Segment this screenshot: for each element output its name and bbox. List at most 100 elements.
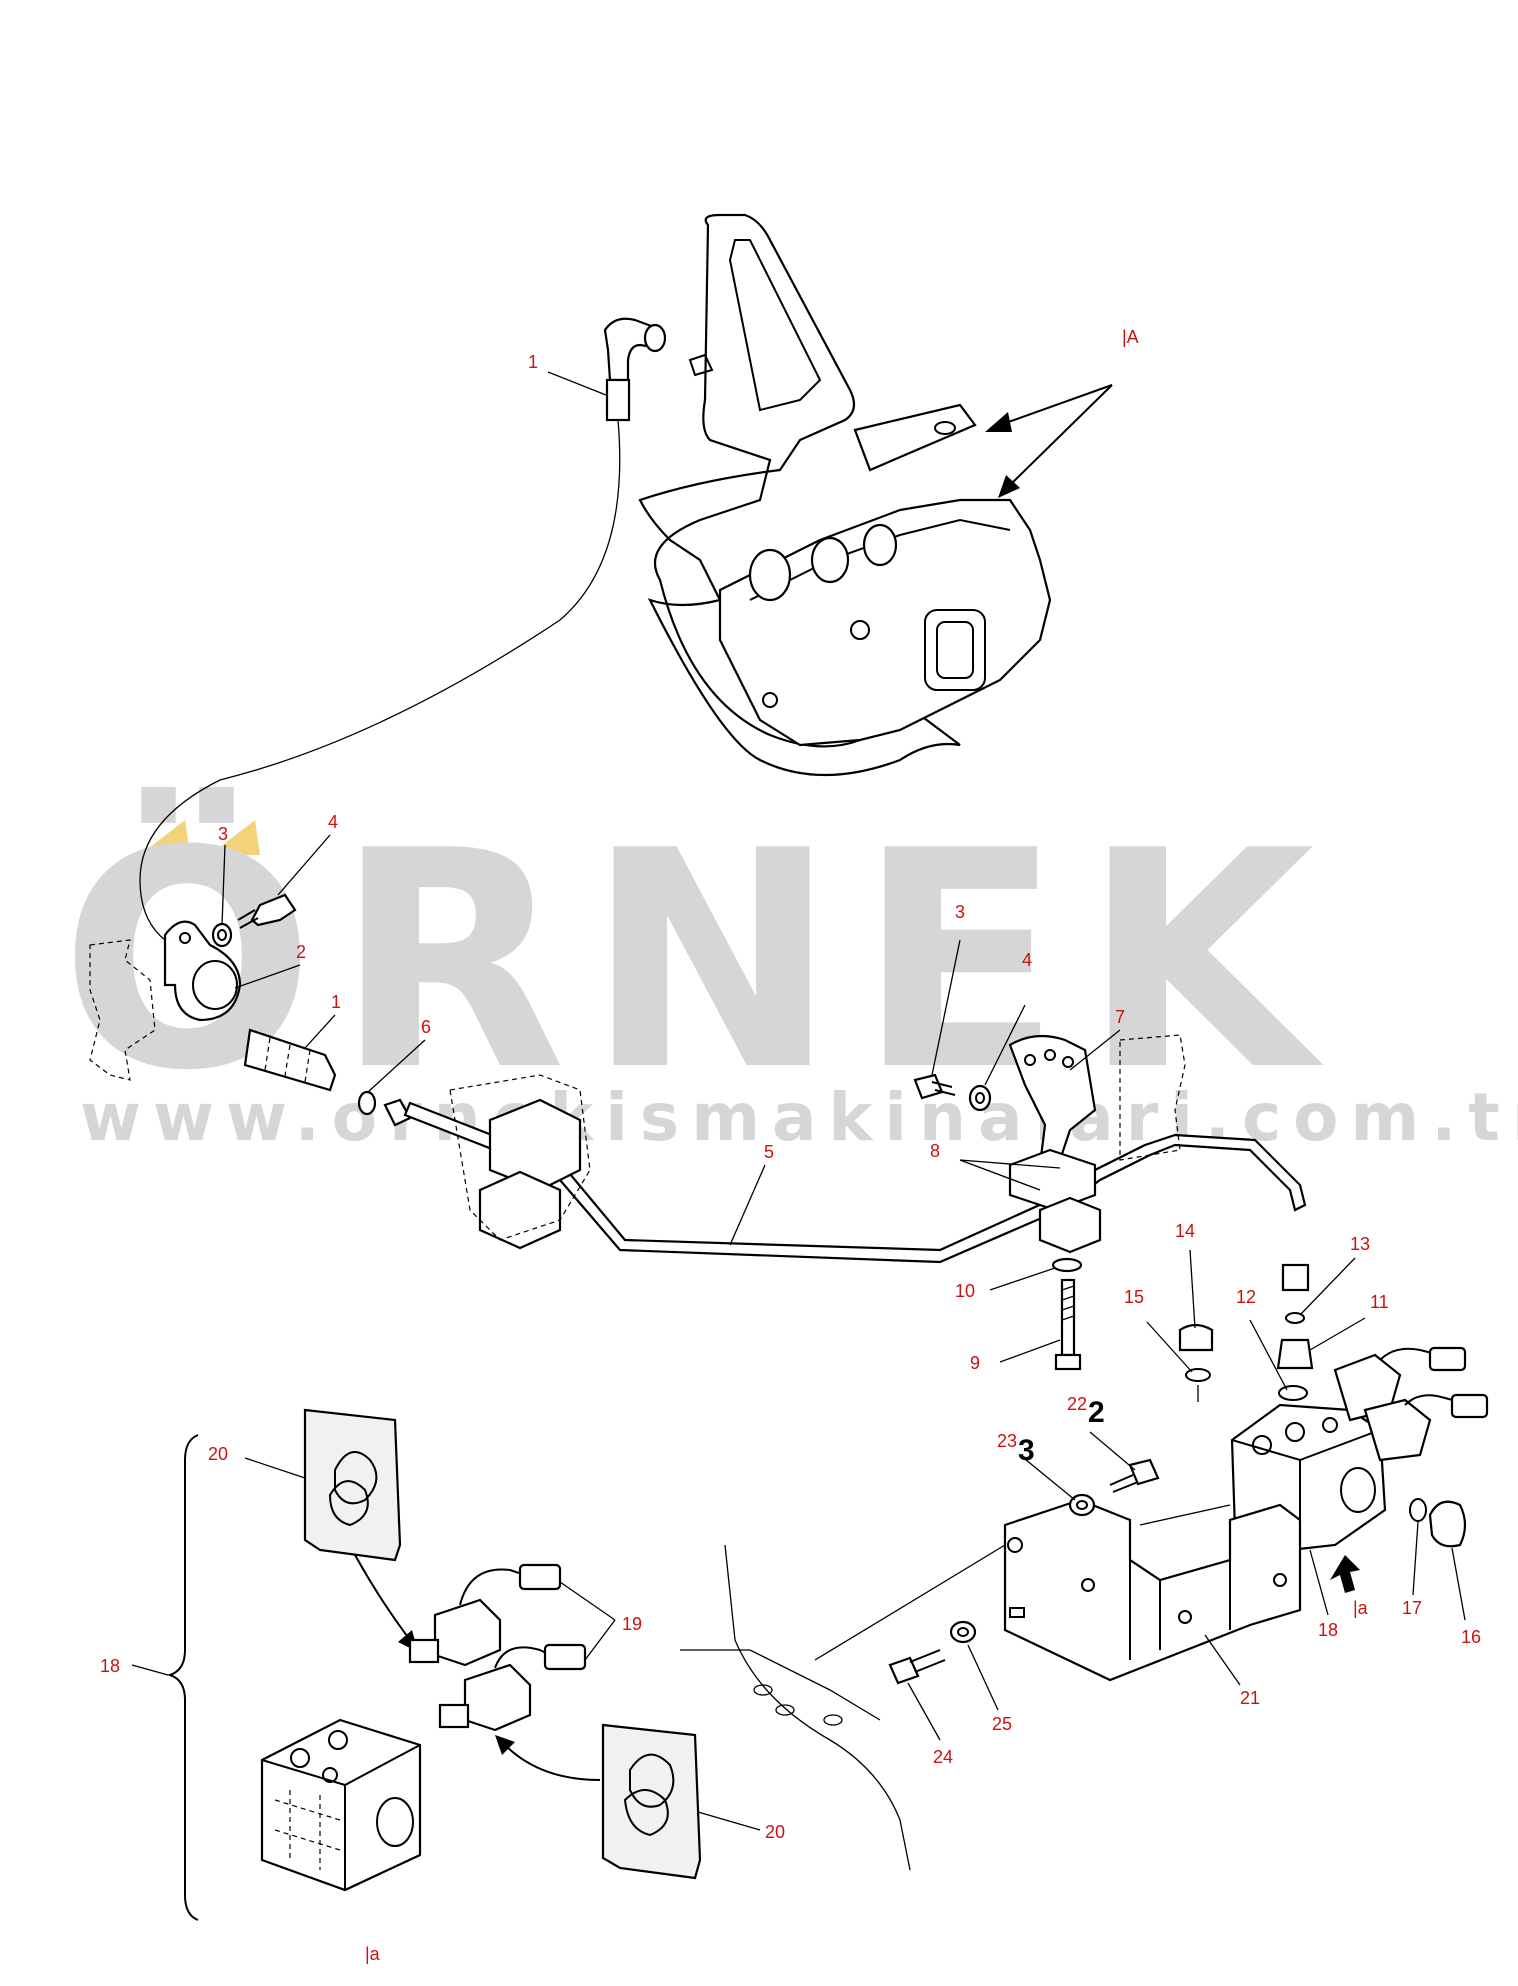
view-a-arrows: |A [985, 327, 1139, 498]
leader-c5 [729, 1164, 766, 1246]
callout-18-left: 18 [100, 1656, 120, 1676]
watermark: ÖRNEK www.ornekismakinalari.com.tr [60, 784, 1518, 1156]
bolt-22-shank [1109, 1474, 1139, 1493]
leader-c25 [967, 1644, 999, 1711]
callout-8: 8 [930, 1141, 940, 1161]
detail-block-18 [260, 1718, 422, 1892]
o-ring-13 [1285, 1312, 1305, 1324]
o-ring-12 [1278, 1385, 1308, 1401]
bracket-21-hole-2 [1081, 1578, 1095, 1592]
machine-frame-bar [638, 213, 961, 777]
callout-22: 22 [1067, 1394, 1087, 1414]
watermark-accent-left [140, 820, 190, 855]
bolt-24 [888, 1656, 920, 1685]
solenoid-19-upper [433, 1598, 502, 1667]
machine-assembly [638, 213, 1052, 777]
leader-c21 [1204, 1634, 1241, 1686]
machine-valve-cylinder-left [748, 548, 792, 602]
tube-5-line [403, 1101, 1307, 1264]
hose-1-sleeve [605, 378, 631, 422]
block-leader-line [1139, 1504, 1231, 1526]
bolt-4-left-shank [237, 909, 259, 929]
quantity-marks: 2 3 [1018, 1396, 1105, 1467]
leader-c9 [999, 1339, 1061, 1363]
o-ring-6 [357, 1090, 377, 1116]
o-ring-17 [1409, 1498, 1427, 1522]
qty-mark-washer-23: 3 [1018, 1434, 1035, 1467]
callout-12: 12 [1236, 1287, 1256, 1307]
seal-kit-20-bottom-arrow [504, 1744, 601, 1781]
callout-1-mid: 1 [331, 992, 341, 1012]
callout-9: 9 [970, 1353, 980, 1373]
seal-kit-20-top-rings [328, 1451, 378, 1527]
view-a-lower-arrow [1330, 1555, 1360, 1593]
callout-11: 11 [1370, 1292, 1389, 1312]
machine-hose-fitting [688, 353, 714, 377]
machine-valve-cylinder-mid [810, 536, 850, 584]
adapter-11 [1276, 1338, 1314, 1370]
callout-4-left: 4 [328, 812, 338, 832]
leader-c18-left [131, 1664, 169, 1676]
leader-c6 [367, 1039, 426, 1093]
leader-c18-right [1309, 1549, 1329, 1616]
leader-c8-b [959, 1159, 1061, 1169]
connector-right-2 [1450, 1393, 1489, 1419]
frame-hole-1 [753, 1684, 773, 1696]
washer-3-left [211, 922, 233, 948]
frame-silhouette-lower [724, 1544, 911, 1871]
leader-c3-right [931, 939, 961, 1076]
bracket-7-hole-2 [1044, 1049, 1056, 1061]
hose-1-nut [643, 323, 667, 353]
bolt-24-shank [909, 1649, 946, 1673]
bracket-21-assembly [680, 1458, 1302, 1871]
bolt-3-right-shank [931, 1081, 956, 1096]
detail-block-18-edges [261, 1744, 421, 1890]
solenoid-19-lower-wire [494, 1646, 551, 1669]
bracket-21-hole-3 [1178, 1610, 1192, 1624]
leader-c24 [907, 1682, 941, 1741]
leader-c1-mid [304, 1014, 336, 1049]
connector-19-upper [518, 1563, 562, 1591]
callout-25: 25 [992, 1714, 1012, 1734]
valve-block-18-port-2 [1285, 1422, 1305, 1442]
bracket-21-slot [1009, 1607, 1025, 1618]
callout-23: 23 [997, 1431, 1017, 1451]
washer-25 [949, 1620, 977, 1644]
view-a-lower-right-label: |a [1353, 1598, 1369, 1618]
callout-7: 7 [1115, 1007, 1125, 1027]
leader-c20-bottom [697, 1811, 761, 1831]
bracket-21-hole-4 [1273, 1573, 1287, 1587]
callout-20-top: 20 [208, 1444, 228, 1464]
clamp-8-lower [1038, 1196, 1102, 1254]
watermark-accent-right [210, 820, 260, 855]
frame-silhouette-lower-2 [680, 1649, 881, 1721]
connector-right-1 [1428, 1346, 1467, 1372]
frame-silhouette-left [89, 939, 156, 1081]
detail-block-port-2 [328, 1730, 348, 1750]
leader-c20-top [244, 1457, 306, 1479]
clamp-2 [163, 920, 242, 1022]
bolt-9-thread [1061, 1285, 1075, 1321]
tube-5-nut [1281, 1263, 1310, 1292]
callout-21: 21 [1240, 1688, 1260, 1708]
tube-5-assembly [383, 1074, 1310, 1292]
o-ring-15 [1185, 1368, 1211, 1382]
callout-24: 24 [933, 1747, 953, 1767]
callout-15: 15 [1124, 1287, 1144, 1307]
valve-block-18-port-1 [1252, 1435, 1272, 1455]
view-a-upper-label: |A [1122, 327, 1139, 347]
leader-c16 [1451, 1547, 1466, 1621]
bolt-22 [1128, 1458, 1160, 1486]
machine-bracket-hole [934, 421, 956, 435]
leader-c11 [1309, 1317, 1366, 1351]
leader-c14 [1189, 1249, 1196, 1329]
machine-valve-bolt [850, 620, 870, 640]
detail-block-side-port [376, 1797, 414, 1847]
leader-c8-a [959, 1159, 1041, 1191]
solenoid-19-upper-wire [459, 1568, 526, 1606]
clamp-2-ring [192, 960, 238, 1010]
connector-19-lower [543, 1643, 587, 1671]
leader-c19-a [559, 1581, 616, 1621]
leader-c19-b [584, 1619, 616, 1661]
